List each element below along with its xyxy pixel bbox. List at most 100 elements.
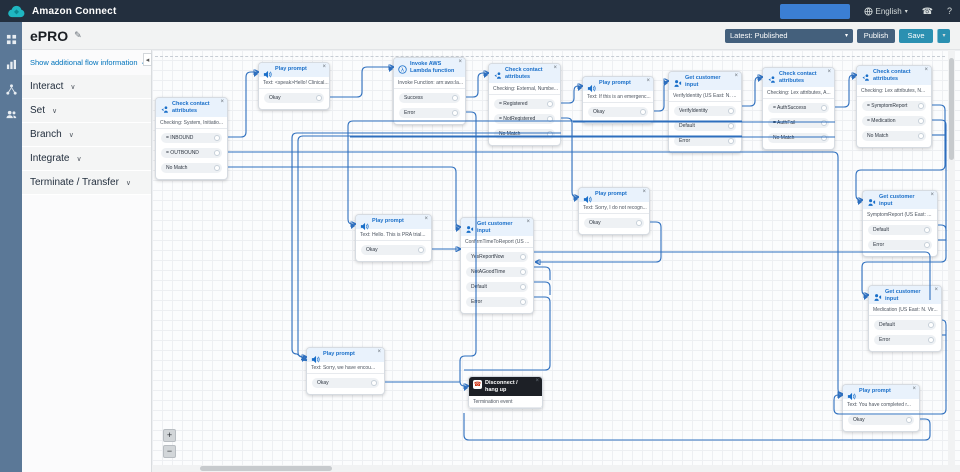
output-connector-dot[interactable]	[928, 337, 934, 343]
sidebar-section-terminate-transfer[interactable]: Terminate / Transfer∨	[22, 171, 151, 195]
save-button[interactable]: Save	[899, 28, 933, 43]
output-connector-dot[interactable]	[520, 269, 526, 275]
collapse-panel-button[interactable]: ◂	[143, 53, 152, 66]
horizontal-scrollbar-thumb[interactable]	[200, 466, 332, 471]
show-flow-info-link[interactable]: Show additional flow information ⌄	[22, 50, 151, 75]
edit-title-icon[interactable]: ✎	[74, 30, 82, 40]
block-title: Invoke AWS Lambda function	[410, 61, 455, 74]
close-icon[interactable]: ×	[924, 67, 928, 73]
flow-block-play-prompt[interactable]: Play prompt×Text: Hello. This is PRA tri…	[351, 214, 432, 262]
sidebar-section-set[interactable]: Set∨	[22, 99, 151, 123]
close-icon[interactable]: ×	[827, 69, 831, 75]
flow-block-play-prompt[interactable]: Play prompt×Text: You have completed r..…	[838, 384, 920, 432]
disconnect-icon: ☎	[473, 380, 482, 389]
sidebar-section-interact[interactable]: Interact∨	[22, 75, 151, 99]
routing-icon[interactable]	[5, 84, 17, 95]
publish-button[interactable]: Publish	[857, 28, 895, 43]
output-connector-dot[interactable]	[728, 108, 734, 114]
flow-block-play-prompt[interactable]: Play prompt×Text: Sorry, I do not recogn…	[574, 187, 650, 235]
flow-block-get-customer-input[interactable]: Get customer input×SymptomReport (US Eas…	[858, 190, 938, 257]
output-connector-dot[interactable]	[547, 101, 553, 107]
close-icon[interactable]: ×	[458, 59, 462, 65]
output-symptomreport: = SymptomReport	[862, 101, 926, 111]
close-icon[interactable]: ×	[930, 192, 934, 198]
output-connector-dot[interactable]	[520, 284, 526, 290]
flow-block-check-contact-attributes[interactable]: Check contact attributes×Checking: Syste…	[155, 97, 228, 180]
output-connector-dot[interactable]	[924, 227, 930, 233]
block-description: Text: If this is an emergenc...	[583, 91, 653, 103]
sidebar-section-integrate[interactable]: Integrate∨	[22, 147, 151, 171]
close-icon[interactable]: ×	[322, 64, 326, 70]
output-connector-dot[interactable]	[214, 135, 220, 141]
close-icon[interactable]: ×	[220, 99, 224, 105]
dashboard-icon[interactable]	[6, 34, 17, 45]
output-connector-dot[interactable]	[821, 120, 827, 126]
output-error: Error	[874, 335, 936, 345]
block-description: Termination event	[469, 396, 542, 408]
output-connector-dot[interactable]	[918, 103, 924, 109]
output-connector-dot[interactable]	[640, 109, 646, 115]
flow-block-check-contact-attributes[interactable]: Check contact attributes×Checking: Lex a…	[758, 67, 835, 150]
users-icon[interactable]	[5, 109, 17, 120]
zoom-out-button[interactable]: −	[163, 445, 176, 458]
topbar-highlighted-control[interactable]	[779, 3, 850, 19]
zoom-in-button[interactable]: +	[163, 429, 176, 442]
close-icon[interactable]: ×	[377, 349, 381, 355]
flow-block-play-prompt[interactable]: Play prompt×Text: Sorry, we have encou..…	[302, 347, 385, 395]
flow-block-disconnect[interactable]: ☎Disconnect / hang up×Termination event	[464, 376, 543, 409]
output-connector-dot[interactable]	[452, 95, 458, 101]
output-connector-dot[interactable]	[316, 95, 322, 101]
output-connector-dot[interactable]	[214, 150, 220, 156]
output-connector-dot[interactable]	[924, 242, 930, 248]
flow-block-check-contact-attributes[interactable]: Check contact attributes×Checking: Exter…	[484, 63, 561, 146]
output-connector-dot[interactable]	[418, 247, 424, 253]
block-outputs: Okay	[259, 89, 329, 109]
output-connector-dot[interactable]	[821, 105, 827, 111]
output-connector-dot[interactable]	[547, 131, 553, 137]
output-connector-dot[interactable]	[728, 123, 734, 129]
close-icon[interactable]: ×	[734, 73, 738, 79]
flow-block-play-prompt[interactable]: Play prompt×Text: <speak>Hello! Clinical…	[254, 62, 330, 110]
output-connector-dot[interactable]	[452, 110, 458, 116]
output-connector-dot[interactable]	[918, 133, 924, 139]
close-icon[interactable]: ×	[642, 189, 646, 195]
sidebar-section-label: Branch	[30, 129, 62, 140]
output-connector-dot[interactable]	[214, 165, 220, 171]
flow-block-check-contact-attributes[interactable]: Check contact attributes×Checking: Lex a…	[852, 65, 932, 148]
language-menu[interactable]: English ▾	[863, 6, 908, 16]
phone-icon[interactable]: ☎	[921, 5, 933, 16]
output-connector-dot[interactable]	[918, 118, 924, 124]
close-icon[interactable]: ×	[535, 378, 539, 384]
output-connector-dot[interactable]	[520, 299, 526, 305]
flow-block-play-prompt[interactable]: Play prompt×Text: If this is an emergenc…	[578, 76, 654, 124]
output-connector-dot[interactable]	[547, 116, 553, 122]
output-connector-dot[interactable]	[636, 220, 642, 226]
close-icon[interactable]: ×	[424, 216, 428, 222]
horizontal-scrollbar[interactable]	[152, 465, 960, 472]
output-connector-dot[interactable]	[728, 138, 734, 144]
metrics-icon[interactable]	[6, 59, 17, 70]
version-dropdown[interactable]: Latest: Published ▾	[725, 28, 853, 43]
close-icon[interactable]: ×	[646, 78, 650, 84]
output-connector-dot[interactable]	[821, 135, 827, 141]
save-options-button[interactable]: ▾	[937, 28, 950, 43]
output-connector-dot[interactable]	[371, 380, 377, 386]
vertical-scrollbar-thumb[interactable]	[949, 58, 954, 160]
output-connector-dot[interactable]	[906, 417, 912, 423]
language-label: English	[875, 6, 902, 16]
help-icon[interactable]: ?	[946, 6, 952, 16]
flow-block-get-customer-input[interactable]: Get customer input×VerifyIdentity (US Ea…	[664, 71, 742, 153]
output-connector-dot[interactable]	[520, 254, 526, 260]
block-header: Play prompt×	[307, 348, 384, 364]
vertical-scrollbar[interactable]	[948, 50, 955, 472]
topbar: Amazon Connect English ▾ ☎ ?	[0, 0, 960, 22]
close-icon[interactable]: ×	[526, 219, 530, 225]
close-icon[interactable]: ×	[912, 386, 916, 392]
close-icon[interactable]: ×	[553, 65, 557, 71]
flow-block-get-customer-input[interactable]: Get customer input×Medication (US East: …	[864, 285, 942, 352]
flow-block-get-customer-input[interactable]: Get customer input×ConfirmTimeToReport (…	[456, 217, 534, 314]
sidebar-section-branch[interactable]: Branch∨	[22, 123, 151, 147]
close-icon[interactable]: ×	[934, 287, 938, 293]
output-connector-dot[interactable]	[928, 322, 934, 328]
